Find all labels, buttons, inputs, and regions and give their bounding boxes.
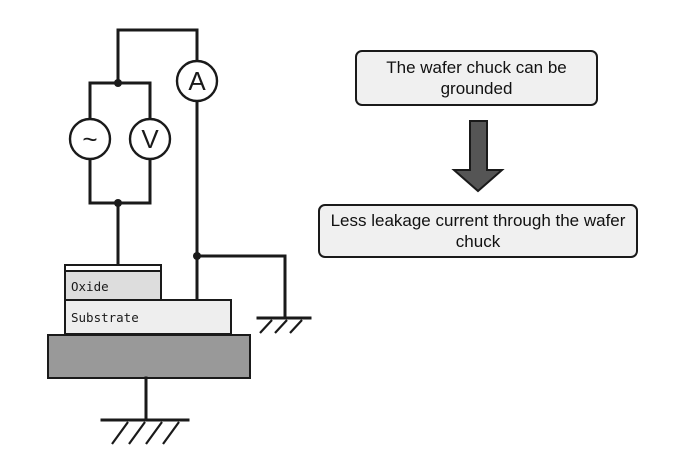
junction-dot (114, 79, 122, 87)
callout-bottom: Less leakage current through the wafer c… (318, 204, 638, 258)
callout-bottom-text: Less leakage current through the wafer c… (330, 211, 626, 251)
callout-top-text: The wafer chuck can be grounded (386, 58, 567, 98)
ac-source-icon: ~ (68, 117, 112, 161)
ammeter-icon: A (175, 59, 219, 103)
callout-top: The wafer chuck can be grounded (355, 50, 598, 106)
junction-dot (193, 252, 201, 260)
bottom-ground-icon (100, 418, 190, 445)
oxide-layer (64, 270, 162, 301)
ac-source-label: ~ (82, 124, 97, 154)
down-arrow-icon (451, 120, 505, 193)
top-wire (116, 28, 199, 85)
voltmeter-icon: V (128, 117, 172, 161)
junction-dot (114, 199, 122, 207)
meter-loop-bottom (88, 156, 152, 205)
chuck-ground-wire (195, 254, 287, 320)
substrate-label: Substrate (71, 310, 139, 325)
chuck-ground-icon (256, 316, 312, 334)
oxide-label: Oxide (71, 279, 109, 294)
meter-loop-top (88, 81, 152, 120)
voltmeter-label: V (141, 124, 159, 154)
ammeter-label: A (188, 66, 206, 96)
wafer-chuck (47, 334, 251, 379)
substrate-layer (64, 299, 232, 335)
